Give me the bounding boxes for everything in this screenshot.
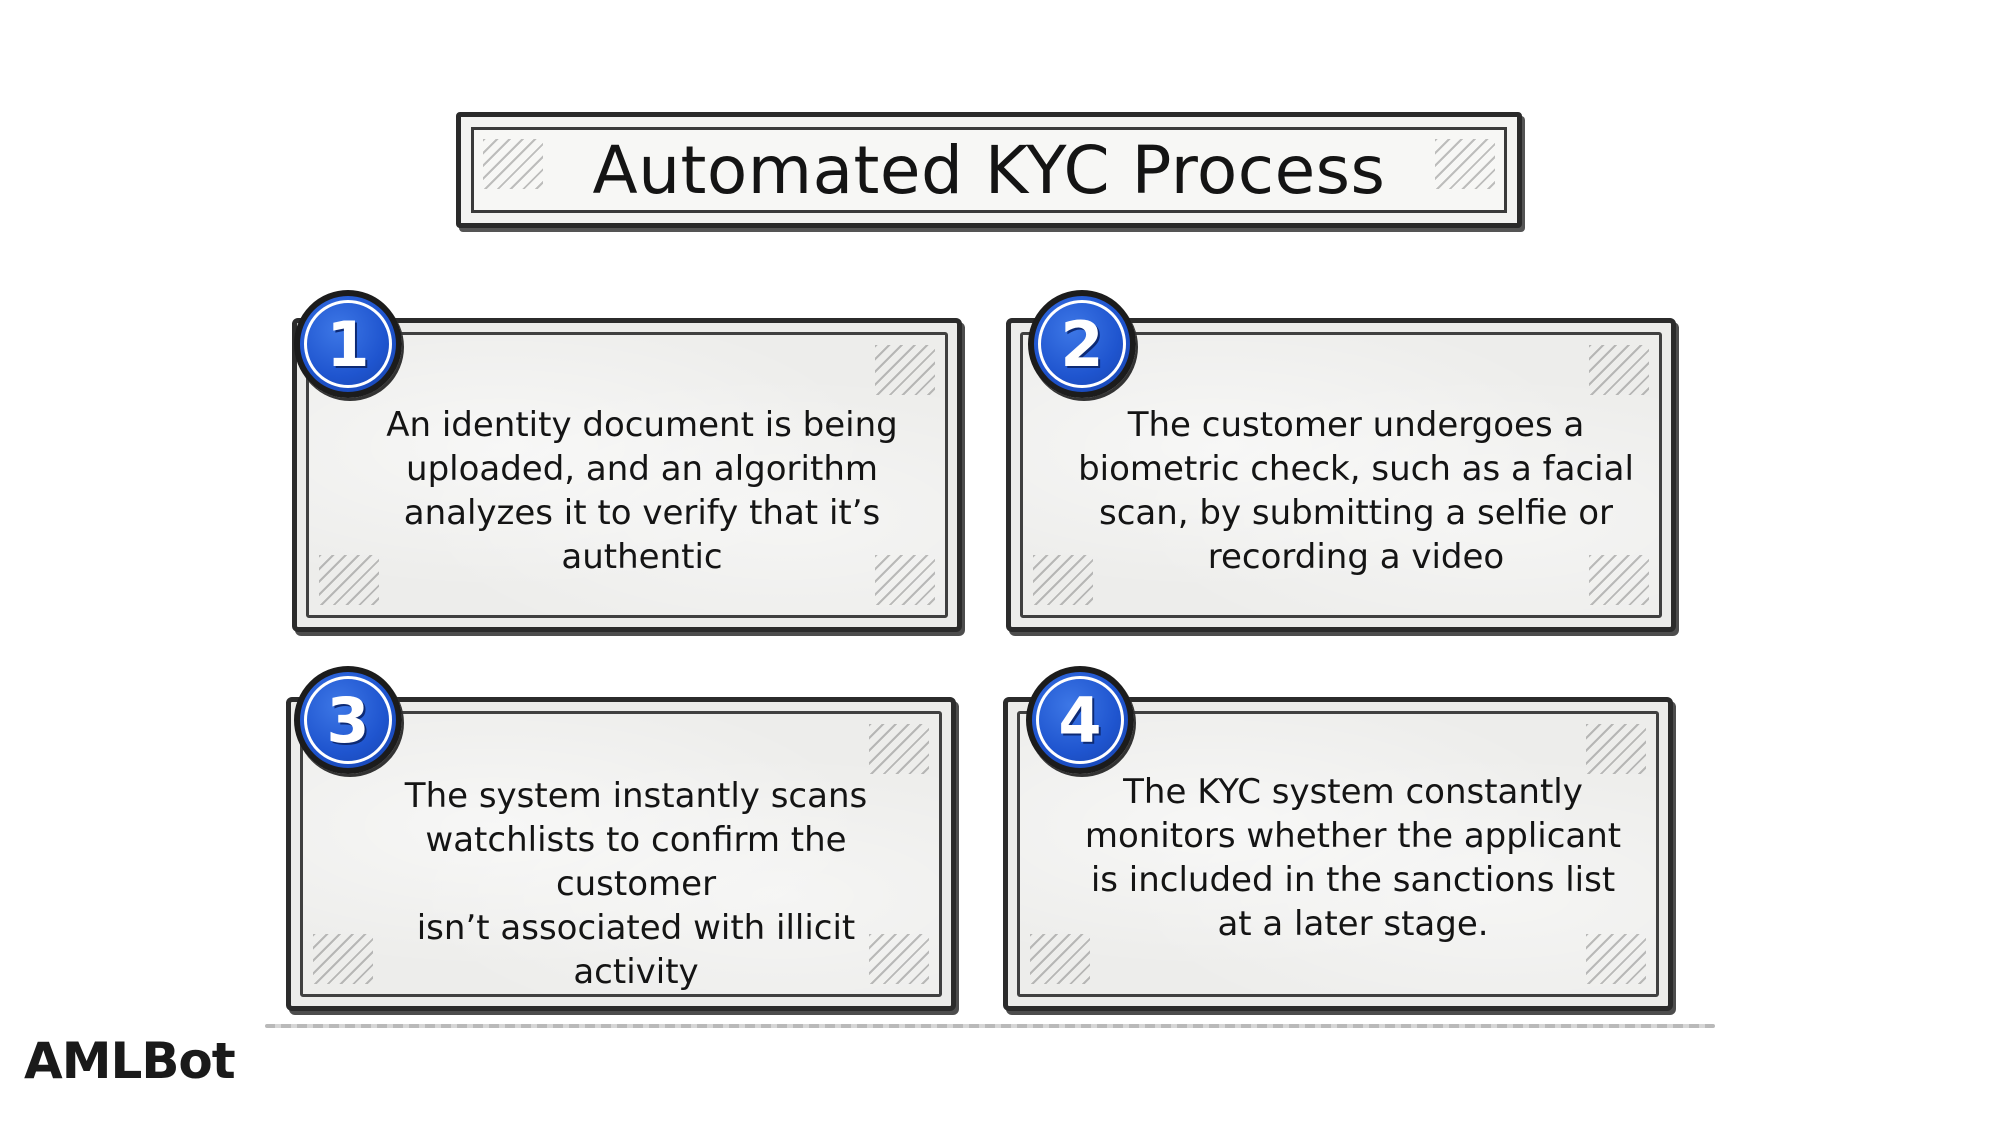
title-banner: Automated KYC Process: [456, 112, 1522, 228]
hatch-decoration: [1033, 555, 1093, 605]
step-number-badge-3: 3: [294, 666, 402, 774]
hatch-decoration: [875, 345, 935, 395]
step-number: 2: [1060, 307, 1104, 381]
step-3-text: The system instantly scans watchlists to…: [404, 776, 868, 992]
step-2-text: The customer undergoes a biometric check…: [1078, 405, 1634, 577]
step-card-1: An identity document is being uploaded, …: [292, 318, 962, 632]
step-4-text: The KYC system constantly monitors wheth…: [1084, 772, 1622, 944]
hatch-decoration: [875, 555, 935, 605]
hatch-decoration: [1030, 934, 1090, 984]
step-card-4: The KYC system constantly monitors wheth…: [1003, 697, 1673, 1011]
page-title: Automated KYC Process: [592, 131, 1386, 209]
hatch-decoration: [319, 555, 379, 605]
hatch-decoration: [1435, 139, 1495, 189]
hatch-decoration: [1586, 934, 1646, 984]
ground-line: [265, 1024, 1715, 1028]
hatch-decoration: [1589, 555, 1649, 605]
hatch-decoration: [869, 724, 929, 774]
hatch-decoration: [313, 934, 373, 984]
step-number-badge-2: 2: [1028, 290, 1136, 398]
title-inner-frame: [471, 127, 1507, 213]
hatch-decoration: [1586, 724, 1646, 774]
brand-logo: AMLBot: [24, 1032, 236, 1090]
step-number: 4: [1058, 683, 1102, 757]
card-inner-frame: [1017, 711, 1659, 997]
card-inner-frame: [1020, 332, 1662, 618]
hatch-decoration: [483, 139, 543, 189]
hatch-decoration: [1589, 345, 1649, 395]
step-card-3: The system instantly scans watchlists to…: [286, 697, 956, 1011]
step-number-badge-1: 1: [294, 290, 402, 398]
step-number: 3: [326, 683, 370, 757]
step-number: 1: [326, 307, 370, 381]
step-1-text: An identity document is being uploaded, …: [386, 405, 898, 577]
card-inner-frame: [306, 332, 948, 618]
hatch-decoration: [869, 934, 929, 984]
step-number-badge-4: 4: [1026, 666, 1134, 774]
card-inner-frame: [300, 711, 942, 997]
